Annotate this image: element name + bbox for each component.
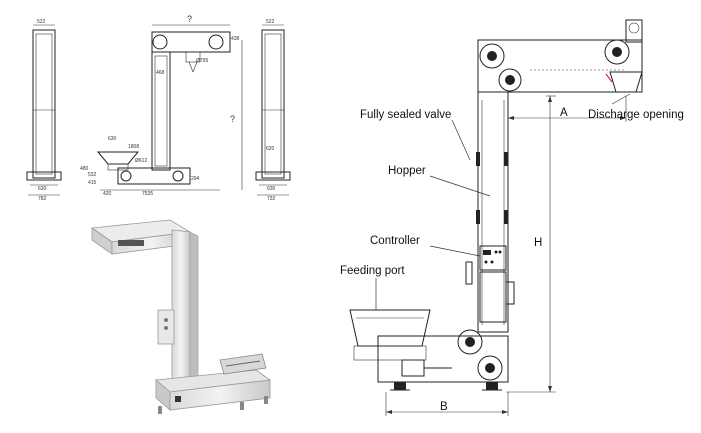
label-fully-sealed-valve: Fully sealed valve — [360, 109, 451, 121]
dim-height-small: 532 — [88, 172, 97, 178]
dim-height-small2: 415 — [88, 180, 97, 186]
elevator-column — [476, 91, 509, 333]
dim-foot-width-right: 630 — [267, 186, 276, 192]
dimension-h: H — [506, 95, 556, 393]
dim-base-length: 7535 — [142, 191, 153, 197]
dim-base-height: 294 — [191, 176, 200, 182]
elevator-base — [349, 309, 509, 391]
label-feeding-port: Feeding port — [340, 265, 405, 277]
front-view: ? ? 438 468 Ø795 630 1808 Ø612 7535 420 … — [80, 14, 243, 197]
label-hopper: Hopper — [388, 165, 426, 177]
dim-height-left: 480 — [80, 166, 89, 172]
label-dim-a: A — [560, 107, 568, 119]
label-dim-b: B — [440, 401, 448, 413]
dim-pulley: Ø795 — [196, 58, 208, 64]
dimension-b: B — [385, 392, 509, 416]
controller-box — [465, 245, 515, 323]
dim-unknown-width: ? — [187, 14, 192, 24]
label-discharge-opening: Discharge opening — [588, 109, 684, 121]
side-view-right: 522 620 630 732 — [255, 19, 291, 202]
dim-base-left: 420 — [103, 191, 112, 197]
machine-photo — [90, 219, 272, 414]
dim-hopper-diameter: Ø612 — [135, 158, 147, 164]
label-controller: Controller — [370, 235, 420, 247]
elevator-head — [477, 19, 643, 93]
labelled-schematic: A H B Fully sealed valve Hopper Controll… — [340, 19, 684, 416]
dimension-a: A — [508, 96, 627, 122]
side-view-left: 522 630 782 — [26, 19, 62, 202]
dim-top-width-right: 522 — [266, 19, 275, 25]
dim-head-width: 468 — [156, 70, 165, 76]
label-dim-h: H — [534, 237, 542, 249]
dim-side-height: 620 — [266, 146, 275, 152]
technical-drawing: 522 630 782 ? ? 438 468 Ø795 630 1808 Ø6 — [26, 14, 291, 202]
dim-foot-total-left: 782 — [38, 196, 47, 202]
dim-hopper-base: 1808 — [128, 144, 139, 150]
dim-head-height: 438 — [231, 36, 240, 42]
dim-foot-total-right: 732 — [267, 196, 276, 202]
dim-top-width-left: 522 — [37, 19, 46, 25]
dim-foot-width-left: 630 — [38, 186, 47, 192]
dim-hopper-width: 630 — [108, 136, 117, 142]
dim-unknown-height: ? — [230, 114, 235, 124]
